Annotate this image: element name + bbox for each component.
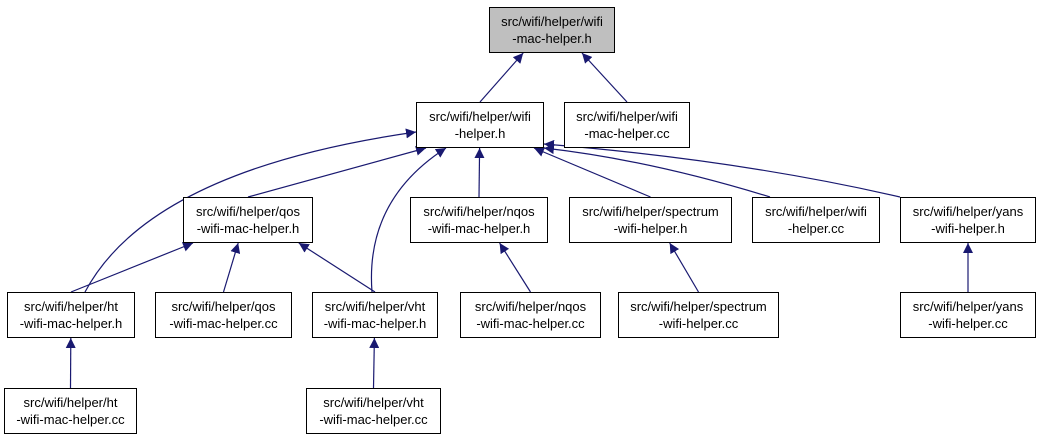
include-edge [581, 52, 628, 103]
node-nqos-wifi-mac-helper-cc[interactable]: src/wifi/helper/nqos -wifi-mac-helper.cc [460, 292, 601, 338]
node-label-line2: -wifi-helper.cc [928, 316, 1008, 331]
node-label-line1: src/wifi/helper/spectrum [630, 299, 767, 314]
node-label-line2: -wifi-helper.h [931, 221, 1005, 236]
include-edge [543, 144, 771, 198]
include-edge [70, 242, 194, 293]
node-label-line2: -mac-helper.h [512, 31, 592, 46]
node-label-line1: src/wifi/helper/wifi [501, 14, 603, 29]
node-spectrum-wifi-helper-h[interactable]: src/wifi/helper/spectrum -wifi-helper.h [569, 197, 732, 243]
node-label-line1: src/wifi/helper/ht [23, 395, 118, 410]
node-label-line2: -helper.cc [787, 221, 845, 236]
node-label-line2: -wifi-mac-helper.cc [476, 316, 585, 331]
include-edge [474, 147, 485, 198]
node-wifi-mac-helper-cc[interactable]: src/wifi/helper/wifi -mac-helper.cc [564, 102, 690, 148]
node-label-line1: src/wifi/helper/ht [24, 299, 118, 314]
node-label-line1: src/wifi/helper/wifi [576, 109, 678, 124]
node-label-line2: -wifi-helper.h [613, 221, 688, 236]
node-yans-wifi-helper-cc[interactable]: src/wifi/helper/yans -wifi-helper.cc [900, 292, 1036, 338]
node-label-line2: -wifi-helper.cc [658, 316, 739, 331]
node-label-line1: src/wifi/helper/qos [171, 299, 276, 314]
node-label-line2: -helper.h [454, 126, 506, 141]
node-label-line1: src/wifi/helper/wifi [765, 204, 867, 219]
node-label-line2: -wifi-mac-helper.cc [16, 412, 125, 427]
node-vht-wifi-mac-helper-h[interactable]: src/wifi/helper/vht -wifi-mac-helper.h [312, 292, 438, 338]
node-label-line1: src/wifi/helper/nqos [474, 299, 587, 314]
include-edge [369, 337, 380, 389]
include-edge [370, 147, 447, 293]
include-edge [247, 145, 427, 198]
include-edge [533, 147, 651, 198]
node-label-line1: src/wifi/helper/yans [912, 299, 1024, 314]
node-label-line1: src/wifi/helper/qos [195, 204, 301, 219]
node-ht-wifi-mac-helper-cc[interactable]: src/wifi/helper/ht -wifi-mac-helper.cc [4, 388, 137, 434]
include-edge [543, 139, 901, 198]
node-label-line1: src/wifi/helper/spectrum [582, 204, 719, 219]
node-label-line1: src/wifi/helper/vht [324, 299, 426, 314]
node-label-line2: -wifi-mac-helper.cc [169, 316, 278, 331]
node-label-line1: src/wifi/helper/yans [912, 204, 1024, 219]
include-edge [298, 242, 376, 293]
node-qos-wifi-mac-helper-cc[interactable]: src/wifi/helper/qos -wifi-mac-helper.cc [155, 292, 292, 338]
node-label-line2: -mac-helper.cc [584, 126, 670, 141]
include-edge [84, 128, 417, 293]
include-edge [479, 52, 524, 103]
node-label-line1: src/wifi/helper/nqos [423, 204, 535, 219]
include-edge [222, 242, 241, 293]
node-label-line2: -wifi-mac-helper.h [196, 221, 300, 236]
node-label-line2: -wifi-mac-helper.h [427, 221, 531, 236]
node-label-line1: src/wifi/helper/wifi [429, 109, 531, 124]
node-vht-wifi-mac-helper-cc[interactable]: src/wifi/helper/vht -wifi-mac-helper.cc [306, 388, 441, 434]
node-label-line2: -wifi-mac-helper.cc [319, 412, 428, 427]
include-edge [669, 242, 700, 293]
node-wifi-mac-helper-h: src/wifi/helper/wifi -mac-helper.h [489, 7, 615, 53]
node-wifi-helper-h[interactable]: src/wifi/helper/wifi -helper.h [416, 102, 544, 148]
node-ht-wifi-mac-helper-h[interactable]: src/wifi/helper/ht -wifi-mac-helper.h [7, 292, 135, 338]
node-label-line1: src/wifi/helper/vht [323, 395, 424, 410]
node-yans-wifi-helper-h[interactable]: src/wifi/helper/yans -wifi-helper.h [900, 197, 1036, 243]
node-label-line2: -wifi-mac-helper.h [323, 316, 427, 331]
node-qos-wifi-mac-helper-h[interactable]: src/wifi/helper/qos -wifi-mac-helper.h [183, 197, 313, 243]
include-edge [499, 242, 532, 293]
node-wifi-helper-cc[interactable]: src/wifi/helper/wifi -helper.cc [752, 197, 880, 243]
node-label-line2: -wifi-mac-helper.h [19, 316, 123, 331]
node-nqos-wifi-mac-helper-h[interactable]: src/wifi/helper/nqos -wifi-mac-helper.h [410, 197, 548, 243]
node-spectrum-wifi-helper-cc[interactable]: src/wifi/helper/spectrum -wifi-helper.cc [618, 292, 779, 338]
